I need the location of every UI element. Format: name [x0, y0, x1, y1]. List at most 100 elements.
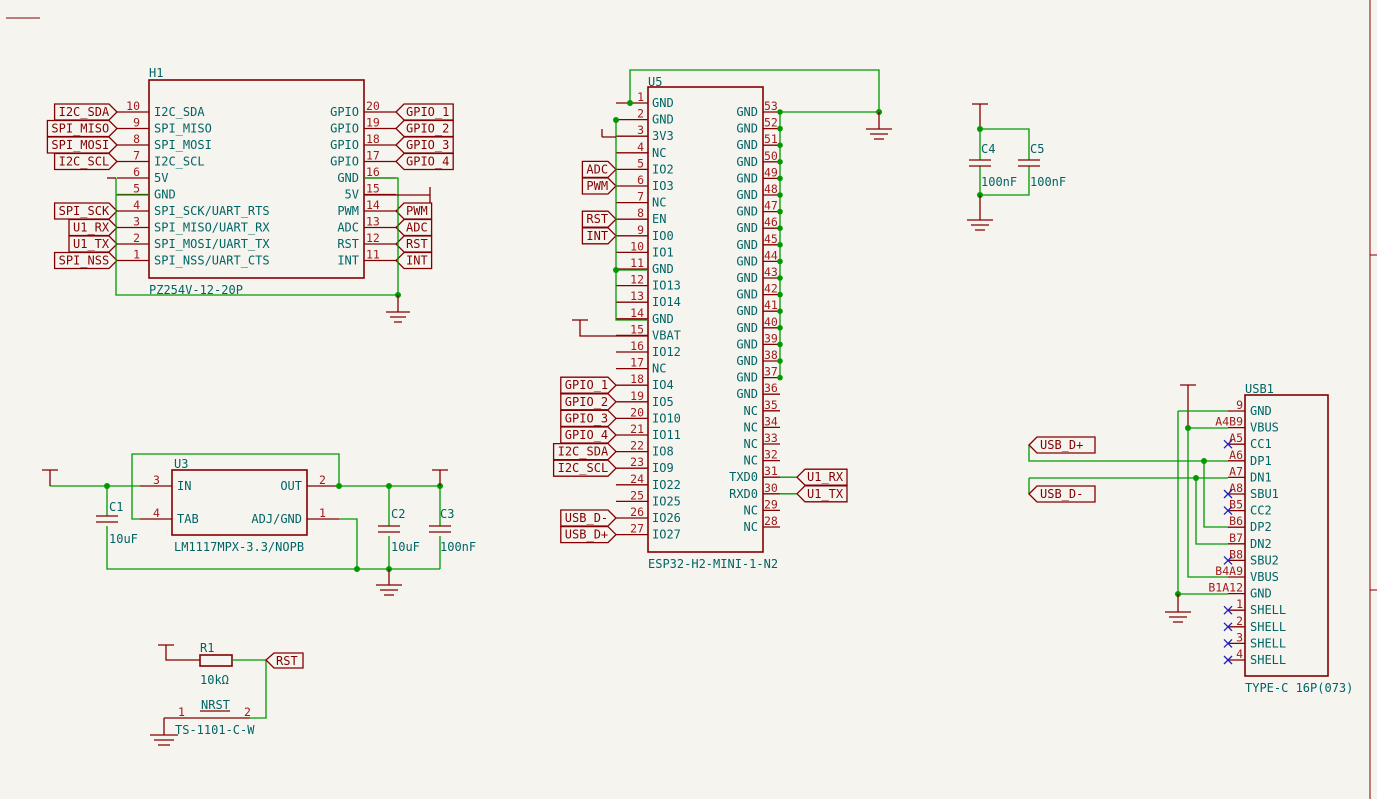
u3-pin-4-num: 4: [153, 506, 160, 520]
regulator-u3[interactable]: U3 LM1117MPX-3.3/NOPB 3 4 2 1 IN TAB OUT…: [42, 453, 448, 596]
h1-pin-name: SPI_MOSI/UART_TX: [154, 237, 270, 251]
u5-pin-num: 4: [637, 140, 644, 154]
u5-pin-name: GND: [652, 262, 674, 276]
u5-pin-name: NC: [744, 520, 758, 534]
h1-pin-name: GPIO: [330, 155, 359, 169]
u5-pin-name: NC: [744, 420, 758, 434]
resistor-r1[interactable]: R1 10kΩ RST: [158, 641, 304, 719]
u5-pin-num: 31: [764, 464, 778, 478]
h1-label-spi_mosi[interactable]: SPI_MOSI: [46, 136, 118, 154]
u5-label-gpio_3[interactable]: GPIO_3: [560, 409, 617, 428]
h1-label-adc[interactable]: ADC: [395, 218, 433, 237]
u5-pin-name: NC: [652, 146, 666, 160]
usb1-pin-name: CC2: [1250, 504, 1272, 518]
h1-label-spi_miso-text: SPI_MISO: [51, 122, 109, 136]
h1-label-gpio_1[interactable]: GPIO_1: [395, 103, 454, 121]
u5-label-i2c_sda[interactable]: I2C_SDA: [552, 442, 617, 461]
h1-label-u1_tx[interactable]: U1_TX: [68, 235, 118, 253]
u5-label-gpio_4[interactable]: GPIO_4: [560, 426, 617, 444]
u5-label-rst[interactable]: RST: [581, 210, 617, 228]
h1-label-gpio_3[interactable]: GPIO_3: [395, 136, 454, 154]
h1-pin-num: 14: [366, 198, 380, 212]
h1-label-int[interactable]: INT: [395, 251, 433, 270]
h1-pin-num: 11: [366, 248, 380, 262]
usb-label-dp: USB_D+: [1040, 438, 1083, 452]
h1-label-i2c_scl[interactable]: I2C_SCL: [53, 152, 118, 171]
u3-pin-2-num: 2: [319, 473, 326, 487]
u5-pin-name: GND: [736, 138, 758, 152]
capacitor-c1[interactable]: C1 10uF: [96, 500, 138, 546]
u5-label-gpio_2[interactable]: GPIO_2: [560, 393, 617, 411]
usb1-ref: USB1: [1245, 382, 1274, 396]
u5-label-i2c_scl-text: I2C_SCL: [558, 461, 609, 475]
h1-label-gpio_2[interactable]: GPIO_2: [395, 119, 454, 138]
u5-pin-num: 10: [630, 239, 644, 253]
usb1-pin-num: B8: [1229, 547, 1243, 561]
u5-value: ESP32-H2-MINI-1-N2: [648, 557, 778, 571]
usb1-value: TYPE-C 16P(073): [1245, 681, 1353, 695]
u5-pin-name: IO25: [652, 494, 681, 508]
u5-pin-name: GND: [736, 304, 758, 318]
usb1-pin-num: B5: [1229, 498, 1243, 512]
h1-pin-num: 9: [133, 116, 140, 130]
h1-pin-name: INT: [337, 254, 359, 268]
u5-pin-name: GND: [736, 155, 758, 169]
h1-pin-num: 15: [366, 182, 380, 196]
r1-value: 10kΩ: [200, 673, 229, 687]
switch-nrst[interactable]: 1 2 NRST TS-1101-C-W: [150, 698, 255, 746]
h1-label-gpio_4[interactable]: GPIO_4: [395, 152, 454, 171]
u5-pin-num: 19: [630, 389, 644, 403]
h1-label-i2c_sda[interactable]: I2C_SDA: [53, 103, 118, 121]
u5-label-int[interactable]: INT: [581, 227, 617, 245]
h1-pin-name: ADC: [337, 221, 359, 235]
u5-label-usb_d-[interactable]: USB_D-: [560, 509, 617, 527]
capacitor-c2[interactable]: C2 10uF: [378, 507, 420, 554]
u5-pin-name: IO13: [652, 279, 681, 293]
h1-label-u1_rx[interactable]: U1_RX: [68, 218, 118, 237]
usb1-pin-name: DP2: [1250, 520, 1272, 534]
usb1-pin-name: SHELL: [1250, 636, 1286, 650]
h1-label-i2c_sda-text: I2C_SDA: [59, 105, 110, 119]
u5-pin-num: 9: [637, 223, 644, 237]
h1-label-spi_miso[interactable]: SPI_MISO: [46, 119, 118, 138]
u5-pin-num: 30: [764, 481, 778, 495]
c4-value: 100nF: [981, 175, 1017, 189]
u5-pin-name: IO3: [652, 179, 674, 193]
u5-pin-num: 27: [630, 522, 644, 536]
u5-pin-num: 47: [764, 199, 778, 213]
u5-pin-num: 41: [764, 298, 778, 312]
u5-label-gpio_1[interactable]: GPIO_1: [560, 376, 617, 394]
u5-pin-name: GND: [652, 113, 674, 127]
usb1-pin-name: DP1: [1250, 454, 1272, 468]
usb1-pin-num: A7: [1229, 464, 1243, 478]
u5-ref: U5: [648, 75, 662, 89]
u5-pin-name: RXD0: [729, 487, 758, 501]
h1-pin-num: 4: [133, 198, 140, 212]
usb1-pin-name: SHELL: [1250, 620, 1286, 634]
u5-pin-num: 45: [764, 232, 778, 246]
u5-label-pwm[interactable]: PWM: [581, 177, 617, 195]
c5-ref: C5: [1030, 142, 1044, 156]
u5-label-i2c_scl[interactable]: I2C_SCL: [552, 459, 617, 477]
u5-label-u1_rx[interactable]: U1_RX: [796, 468, 848, 486]
h1-pin-num: 2: [133, 231, 140, 245]
h1-label-spi_sck[interactable]: SPI_SCK: [53, 202, 118, 220]
usb1-pin-num: A8: [1229, 481, 1243, 495]
u5-label-adc[interactable]: ADC: [581, 160, 617, 179]
u5-pin-num: 14: [630, 306, 644, 320]
u3-ref: U3: [174, 457, 188, 471]
h1-pin-num: 12: [366, 231, 380, 245]
usb1-pin-name: VBUS: [1250, 570, 1279, 584]
h1-label-rst[interactable]: RST: [395, 235, 433, 253]
h1-label-spi_nss[interactable]: SPI_NSS: [53, 251, 118, 270]
h1-label-pwm[interactable]: PWM: [395, 202, 433, 220]
usb1-pin-num: A6: [1229, 448, 1243, 462]
capacitor-c3[interactable]: C3 100nF: [429, 507, 476, 554]
u5-label-usb_d+[interactable]: USB_D+: [560, 525, 617, 544]
u5-pin-name: NC: [744, 404, 758, 418]
u5-label-u1_tx[interactable]: U1_TX: [796, 485, 848, 503]
capacitor-c4-c5[interactable]: C4 100nF C5 100nF: [967, 103, 1066, 231]
